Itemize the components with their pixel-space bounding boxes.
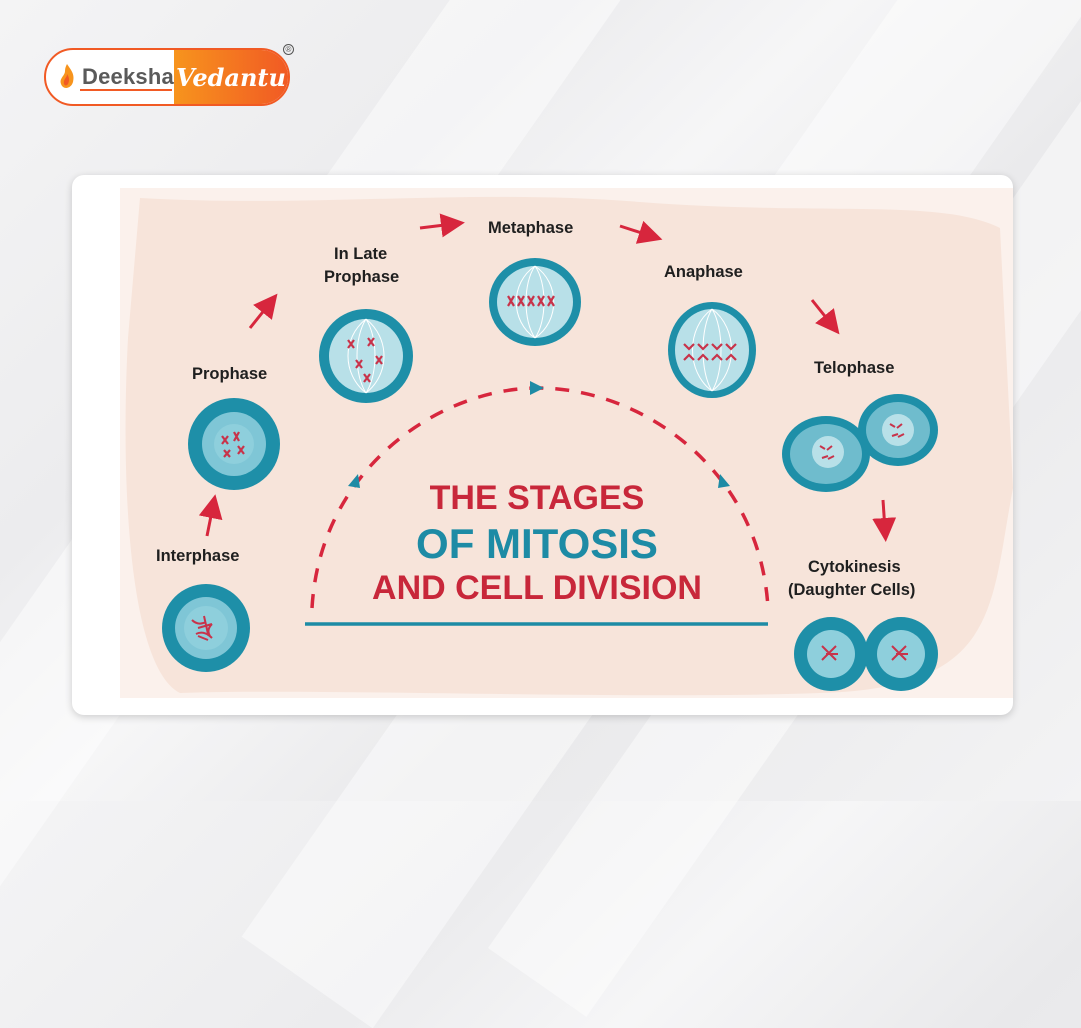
diagram-title-line2: OF MITOSIS bbox=[416, 520, 658, 567]
arrow-metaphase-to-anaphase bbox=[619, 220, 663, 244]
deeksha-vedantu-logo[interactable]: Deeksha Vedantu bbox=[44, 48, 290, 106]
telophase-cell bbox=[782, 394, 938, 492]
metaphase-cell bbox=[489, 258, 581, 346]
label-metaphase: Metaphase bbox=[488, 219, 574, 237]
prophase-cell bbox=[188, 398, 280, 490]
arc-arrow-top bbox=[530, 381, 544, 395]
label-telophase: Telophase bbox=[814, 359, 895, 377]
label-late-prophase-line1: In Late bbox=[334, 245, 388, 263]
interphase-cell bbox=[162, 584, 250, 672]
arrow-prophase-to-late-prophase bbox=[248, 293, 278, 329]
logo-underline bbox=[80, 89, 172, 91]
deeksha-logo: Deeksha bbox=[46, 50, 174, 104]
arc-arrow-right bbox=[718, 474, 730, 488]
label-late-prophase-line2: Prophase bbox=[324, 268, 400, 286]
vedantu-logo: Vedantu bbox=[173, 50, 288, 104]
flame-icon bbox=[60, 64, 74, 88]
arrow-late-prophase-to-metaphase bbox=[419, 213, 465, 238]
label-cytokinesis-line2: (Daughter Cells) bbox=[788, 581, 916, 599]
vedantu-logo-text: Vedantu bbox=[175, 62, 286, 92]
arrow-telophase-to-cytokinesis bbox=[872, 499, 897, 542]
registered-mark: ® bbox=[283, 44, 294, 55]
late-prophase-cell bbox=[319, 309, 413, 403]
cytokinesis-cells bbox=[794, 617, 938, 691]
arrow-interphase-to-prophase bbox=[198, 494, 223, 537]
arrow-anaphase-to-telophase bbox=[810, 299, 840, 335]
diagram-title-line1: THE STAGES bbox=[429, 479, 645, 517]
infographic-canvas bbox=[120, 188, 1013, 698]
label-interphase: Interphase bbox=[156, 547, 240, 565]
diagram-title-line3: AND CELL DIVISION bbox=[372, 569, 702, 607]
deeksha-logo-text: Deeksha bbox=[82, 64, 174, 89]
label-cytokinesis-line1: Cytokinesis bbox=[808, 558, 901, 576]
arc-arrow-left bbox=[348, 474, 360, 488]
label-prophase: Prophase bbox=[192, 365, 268, 383]
label-anaphase: Anaphase bbox=[664, 263, 743, 281]
mitosis-infographic: Interphase Prophase In Late Prophase Met… bbox=[120, 188, 1013, 702]
anaphase-cell bbox=[668, 302, 756, 398]
diagram-card: Interphase Prophase In Late Prophase Met… bbox=[72, 175, 1013, 715]
